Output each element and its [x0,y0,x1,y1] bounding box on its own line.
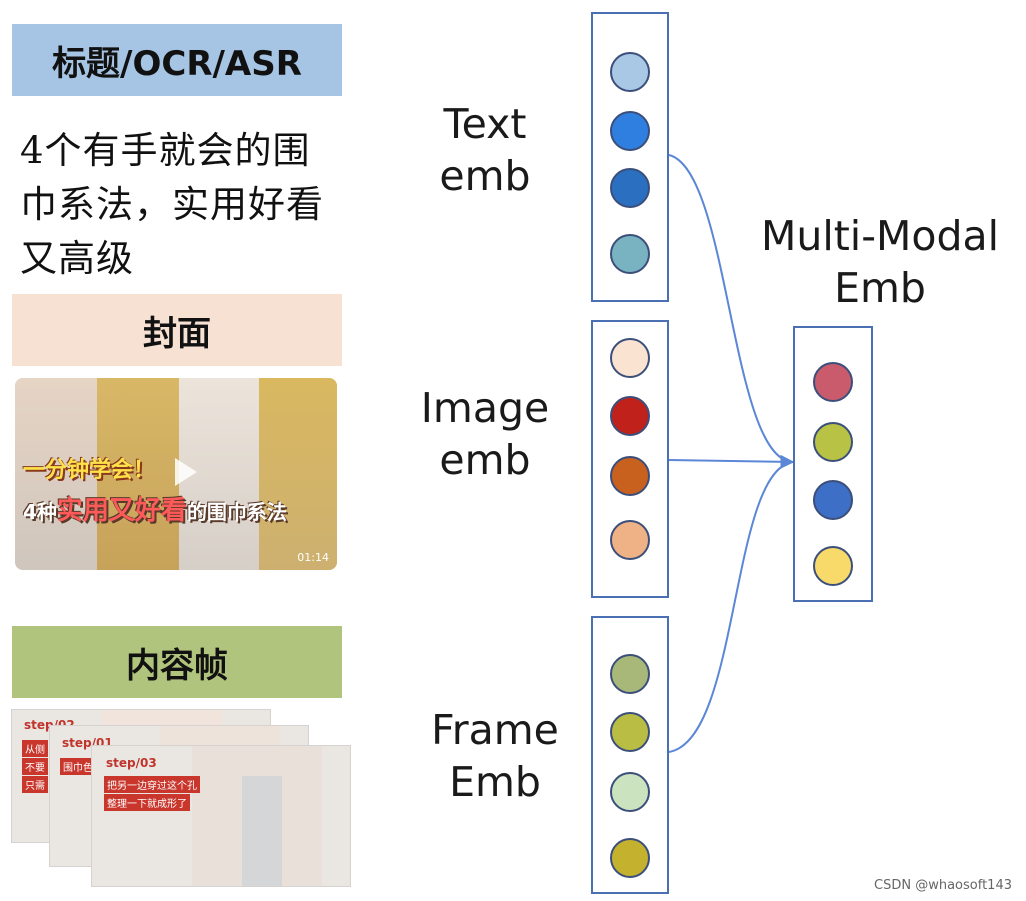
frame-emb-label-line1: Frame [420,704,570,756]
text-embedding-vector [591,12,669,302]
multimodal-emb-label: Multi-Modal Emb [738,210,1022,314]
embedding-cell [610,234,650,274]
image-emb-label: Image emb [405,382,565,486]
text-emb-label-line1: Text [410,98,560,150]
watermark: CSDN @whaosoft143 [874,878,1012,893]
frame-to-multimodal-arrow [669,462,793,752]
image-embedding-vector [591,320,669,598]
multimodal-embedding-vector [793,326,873,602]
text-emb-label: Text emb [410,98,560,202]
embedding-cell [610,712,650,752]
embedding-cell [813,422,853,462]
embedding-cell [610,654,650,694]
embedding-cell [610,838,650,878]
embedding-cell [610,456,650,496]
frame-emb-label: Frame Emb [420,704,570,808]
embedding-cell [610,396,650,436]
embedding-cell [610,772,650,812]
image-emb-label-line2: emb [405,434,565,486]
embedding-cell [813,362,853,402]
embedding-cell [610,52,650,92]
embedding-cell [610,520,650,560]
embedding-cell [813,546,853,586]
image-to-multimodal-arrow [669,460,793,462]
embedding-cell [813,480,853,520]
text-emb-label-line2: emb [410,150,560,202]
embedding-cell [610,338,650,378]
multimodal-emb-label-line2: Emb [738,262,1022,314]
frame-emb-label-line2: Emb [420,756,570,808]
embedding-cell [610,111,650,151]
embedding-cell [610,168,650,208]
frame-embedding-vector [591,616,669,894]
multimodal-emb-label-line1: Multi-Modal [738,210,1022,262]
image-emb-label-line1: Image [405,382,565,434]
